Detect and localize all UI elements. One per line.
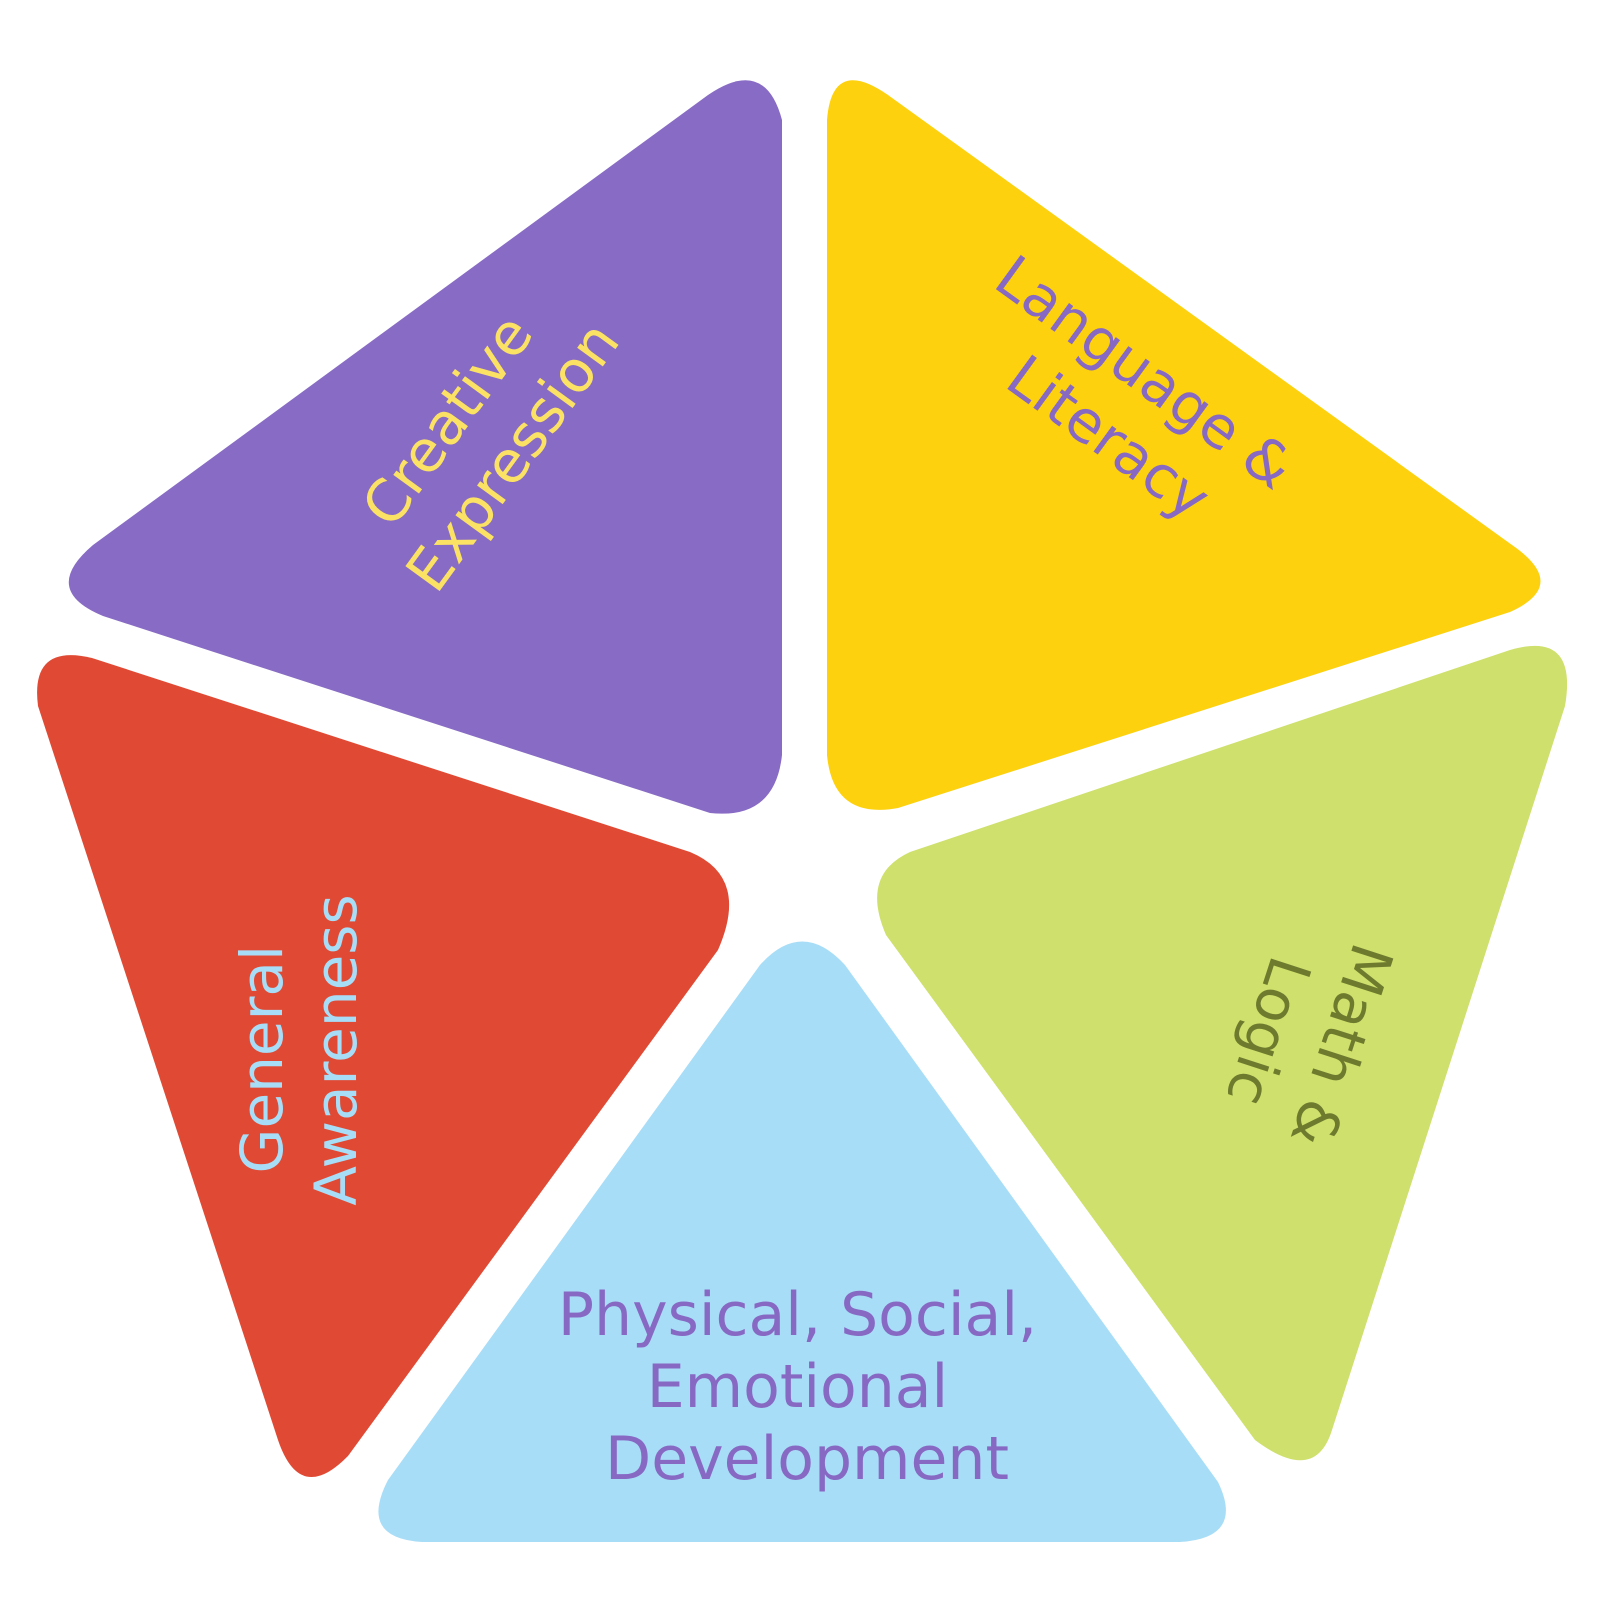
segment-general-awareness-shape — [37, 655, 730, 1478]
segment-language-literacy: Language & Literacy — [827, 80, 1541, 810]
segment-general-awareness-line-2: Awareness — [302, 894, 370, 1205]
segment-math-logic-shape — [877, 645, 1568, 1461]
segment-creative-expression: Creative Expression — [68, 80, 782, 814]
segment-physical-social-emotional-shape — [378, 941, 1226, 1542]
segment-general-awareness-line-1: General — [228, 945, 296, 1174]
segment-general-awareness: General Awareness — [37, 655, 730, 1478]
segment-physical-social-emotional-line-2: Emotional — [647, 1352, 948, 1422]
segment-math-logic: Math & Logic — [877, 645, 1568, 1461]
segment-general-awareness-label: General Awareness — [228, 894, 370, 1205]
segment-language-literacy-shape — [827, 80, 1541, 810]
segment-physical-social-emotional-line-3: Development — [605, 1424, 1009, 1494]
segment-physical-social-emotional-label: Physical, Social, Emotional Development — [558, 1280, 1056, 1494]
segment-creative-expression-shape — [68, 80, 782, 814]
segment-physical-social-emotional-line-1: Physical, Social, — [558, 1280, 1037, 1350]
segment-physical-social-emotional: Physical, Social, Emotional Development — [378, 941, 1226, 1542]
